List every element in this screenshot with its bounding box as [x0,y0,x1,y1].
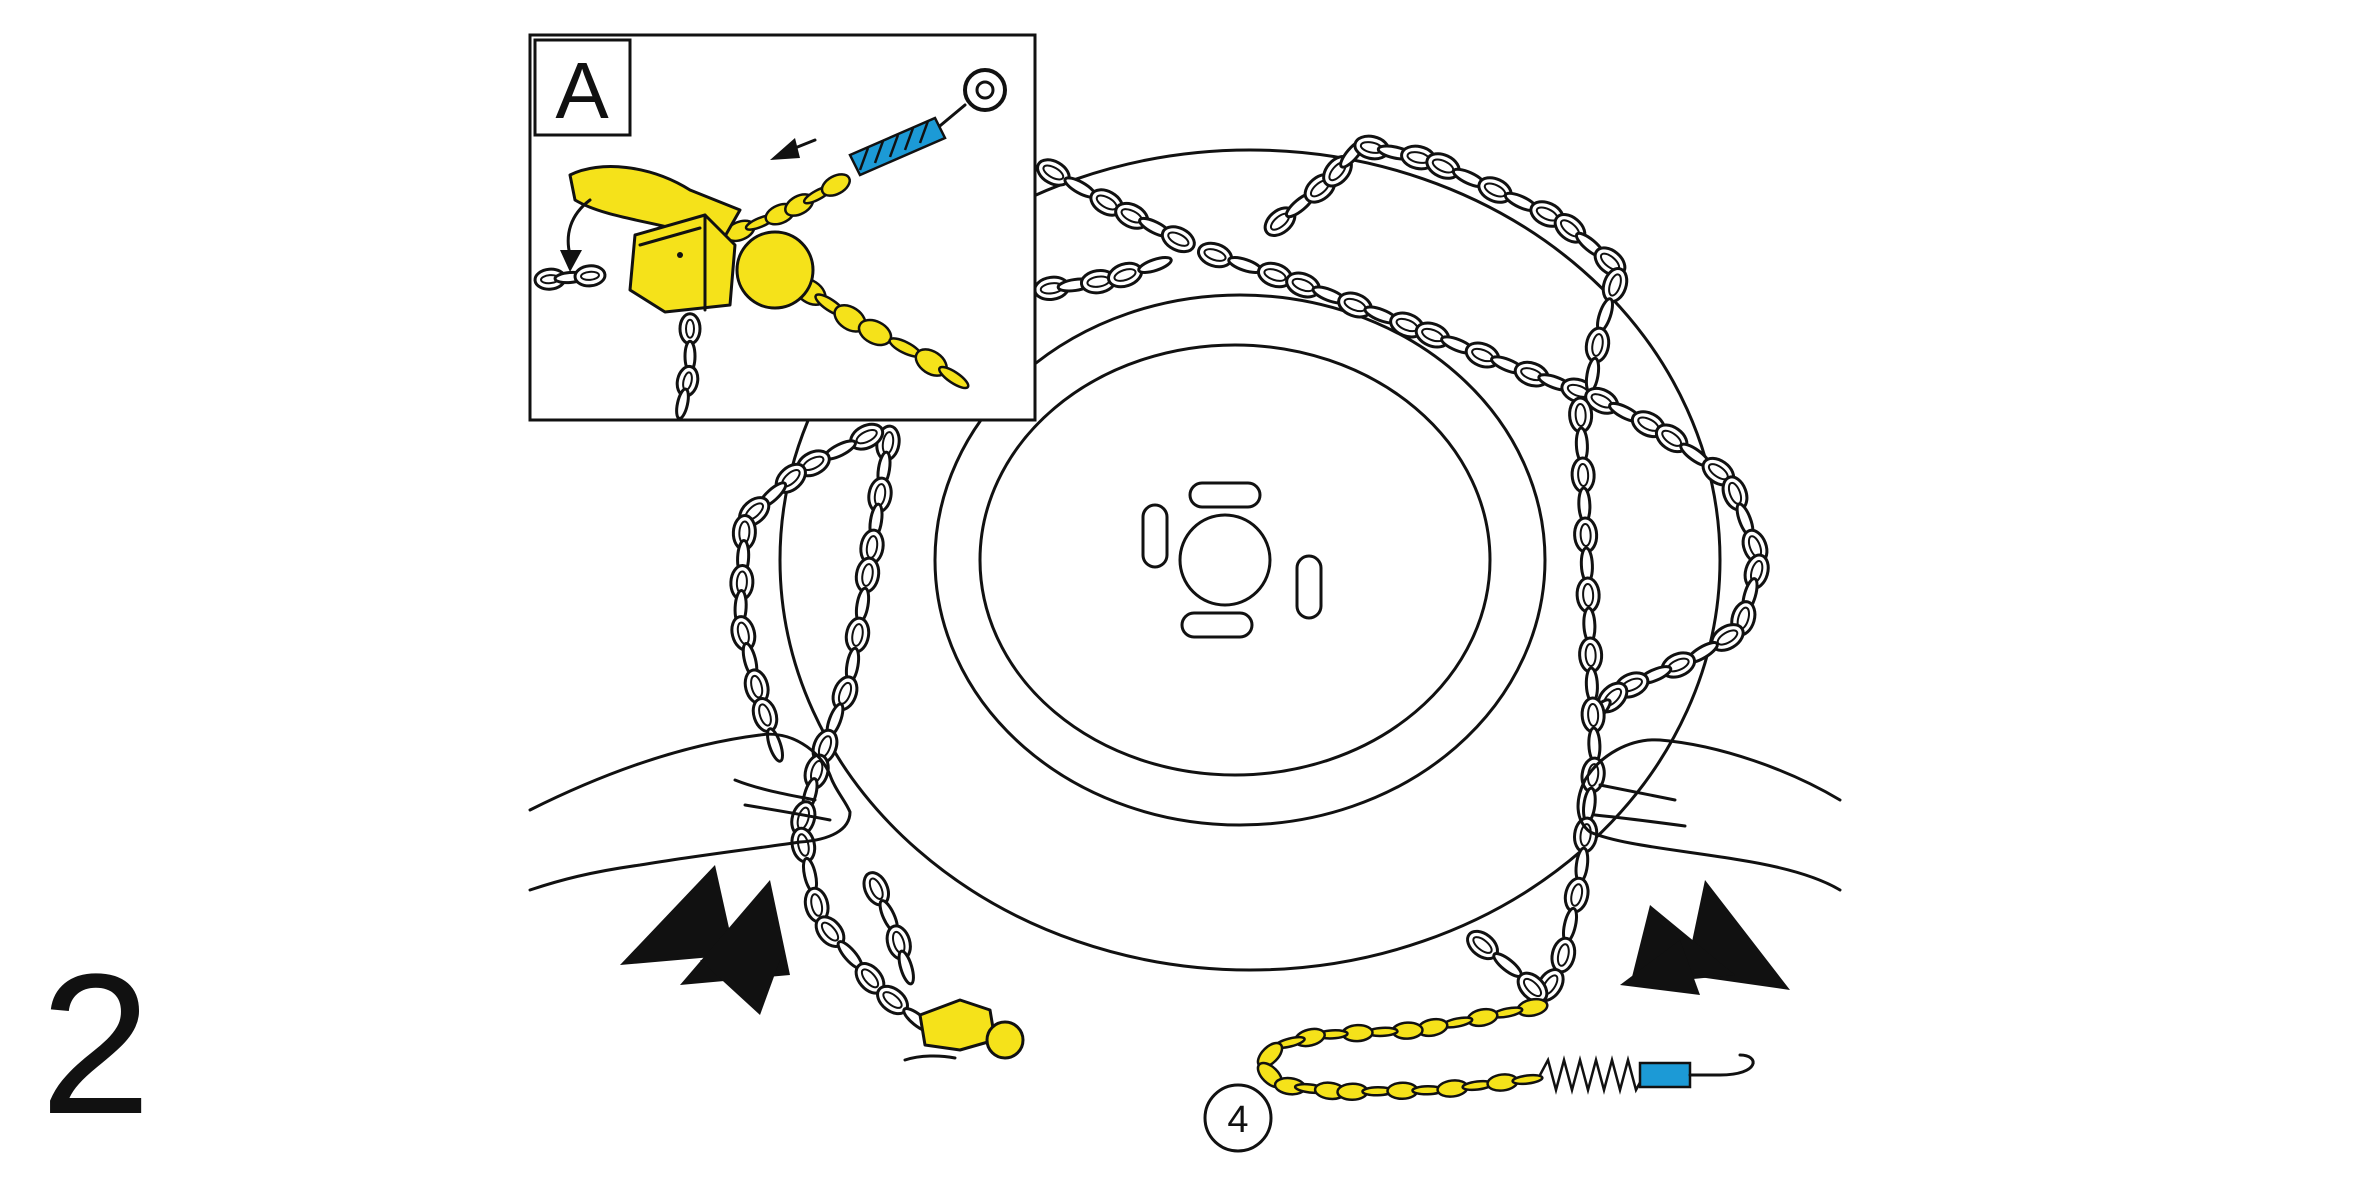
chain-link-hole [1167,231,1190,247]
rim-inner [978,343,1492,777]
chain-link-hole [1203,248,1227,262]
chain-link [790,826,817,864]
double-arrow-left-icon [620,865,790,1015]
chain-link-hole [1579,523,1592,547]
chain-link-hole [1579,823,1592,847]
chain-link-hole [796,833,810,857]
left-hand [528,732,852,892]
closure-lock [903,998,1025,1062]
chain-link [831,675,859,712]
chain-link-hole [810,893,824,917]
detail-inset: A [528,33,1037,422]
step-number: 2 [40,933,152,1156]
inset-chain-link [678,312,702,346]
chain-link-hole [1522,977,1543,998]
chain-link-hole [851,623,864,647]
chain-link-hole [1582,583,1595,607]
tensioner-chain [1256,997,1549,1102]
chain-link-hole [1591,333,1604,357]
inset-tensioner-body [568,165,815,314]
chain-link-hole [1587,703,1600,727]
inset-chain-link [820,173,851,197]
tensioner-assembly: 4 [903,997,1755,1153]
chain-link-hole [750,674,764,699]
tensioner-hook-icon [1688,1053,1755,1077]
chain-link-hole [1574,403,1587,427]
chain-link [1137,256,1173,274]
chain-link-hole [1584,643,1597,667]
inset-label-box [533,38,632,137]
chain-link-hole [868,877,884,900]
callout-4: 4 [1203,1083,1273,1153]
inset-hook [933,68,1007,132]
chain-link [766,727,784,763]
chain-link-hole [1570,883,1584,907]
callout-number: 4 [1227,1099,1248,1141]
double-arrow-right-icon [1620,880,1790,995]
chain-link [1197,241,1233,269]
right-hand [1576,738,1842,892]
tensioner-spring [1538,1053,1755,1095]
spring-sleeve [1638,1061,1692,1089]
inset-label: A [555,46,609,135]
inset-yellow-chain [724,173,970,390]
chain-link [897,949,915,986]
snow-chain-net [729,134,1770,1033]
chain-link-hole [1556,943,1570,967]
hub-center [1178,513,1272,607]
chain-link-hole [860,968,880,989]
chain-link-hole [855,429,878,445]
chain-link-hole [580,270,600,281]
tensioner-chain-link [1511,1073,1544,1086]
inset-side-chain [533,264,702,420]
wheel-hub [1141,481,1323,639]
rim-outer [933,293,1547,827]
chain-link-hole [1608,273,1622,297]
inset-spring [848,116,947,177]
chain-link-hole [1263,268,1287,282]
inset-chain-link [938,365,970,390]
inset-chain-link [675,387,690,420]
inset-chain-link [573,264,607,288]
tire [778,148,1722,972]
chain-link-hole [1577,463,1590,487]
curved-arrow-icon [560,138,817,272]
hub-slot-bottom [1180,611,1254,639]
chain-link-hole [882,991,903,1009]
chain-link-hole [1113,268,1137,282]
chain-link [1563,876,1590,914]
tire-outer-outline [778,148,1722,972]
chain-link-hole [820,921,840,942]
chain-link-hole [685,318,695,339]
chain-link-hole [861,563,874,587]
chain-link-hole [1472,936,1493,954]
chain-link-hole [758,703,772,727]
hub-slot-right [1295,554,1323,620]
hub-slot-top [1188,481,1262,509]
hub-slot-left [1141,503,1169,569]
chain-link-hole [1042,164,1065,181]
callout-circle [1203,1083,1273,1153]
